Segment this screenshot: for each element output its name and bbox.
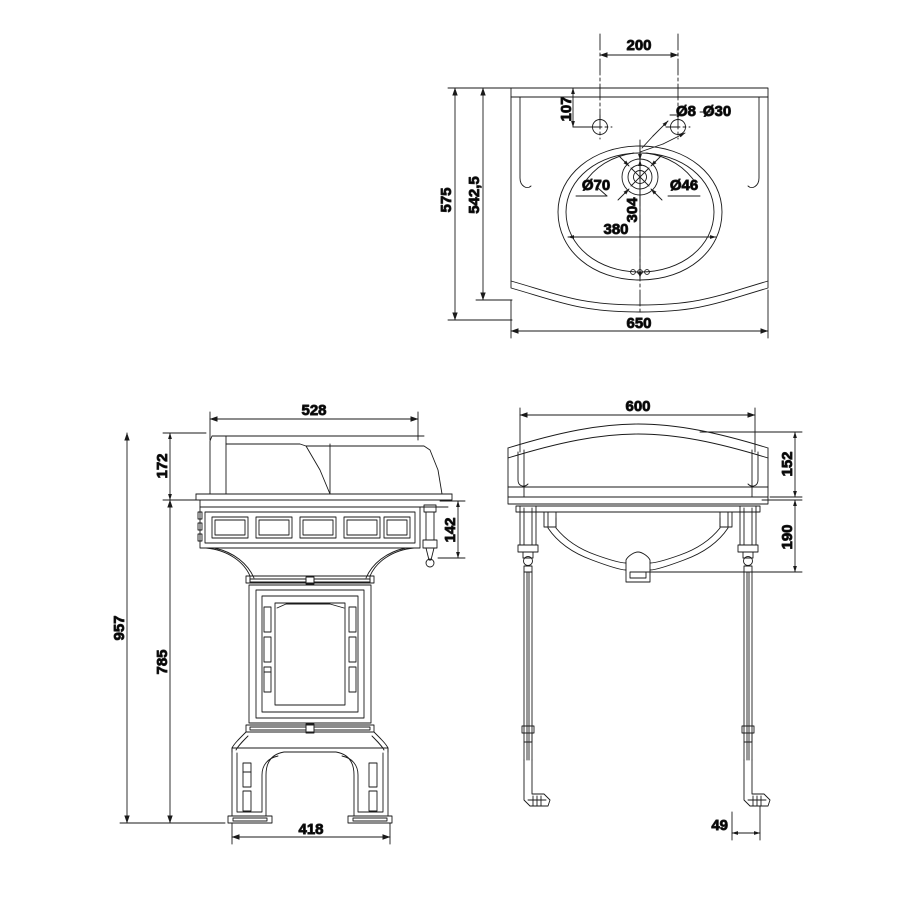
dim-575: 575: [438, 87, 513, 321]
dim-dia30-label: Ø30: [703, 103, 731, 120]
dim-172-label: 172: [154, 453, 171, 478]
side-leg-right: [737, 505, 771, 807]
dim-650: 650: [510, 289, 769, 339]
view-front-elevation: 528 172 142 957 785: [111, 402, 466, 845]
dim-957-label: 957: [111, 615, 128, 640]
dim-380: 380: [567, 221, 717, 239]
side-backsplash: [507, 423, 769, 498]
pedestal-cornice-top: [245, 575, 375, 585]
dim-142: 142: [437, 500, 466, 559]
pedestal-feet: [227, 747, 393, 824]
dim-304: 304: [624, 159, 642, 279]
dim-107: 107: [558, 87, 597, 128]
dim-dia8-label: Ø8: [676, 103, 696, 120]
dim-200: 200: [599, 37, 679, 58]
dim-dia70-label: Ø70: [582, 177, 610, 194]
view-side-elevation: 600 152 190 49: [507, 398, 803, 841]
dim-dia8: Ø8: [641, 103, 696, 149]
dim-418-label: 418: [298, 821, 323, 838]
dim-380-label: 380: [603, 221, 628, 238]
dim-542-5-label: 542,5: [466, 176, 483, 214]
console-top-slab: [195, 493, 453, 508]
dim-152-label: 152: [779, 451, 796, 476]
waste-radial-arrows: [617, 147, 663, 201]
pedestal-shoulder: [205, 547, 415, 584]
dim-600-label: 600: [625, 398, 650, 415]
right-column-cap: [422, 504, 438, 568]
dim-dia70: Ø70: [575, 177, 611, 197]
side-top-slab: [507, 496, 769, 513]
dim-152: 152: [699, 431, 803, 498]
dim-49-label: 49: [711, 817, 728, 834]
dim-49: 49: [711, 805, 761, 841]
dim-600: 600: [519, 398, 756, 453]
dim-957: 957: [111, 432, 226, 824]
side-leg-left: [517, 505, 551, 807]
dim-dia46-label: Ø46: [670, 177, 698, 194]
dim-190: 190: [645, 499, 803, 573]
dim-dia46: Ø46: [667, 177, 701, 197]
dim-785: 785: [154, 499, 173, 824]
pedestal-base-flare: [231, 731, 389, 753]
dim-142-label: 142: [442, 517, 459, 542]
dim-528: 528: [209, 402, 419, 441]
console-apron: [197, 506, 421, 549]
backsplash: [209, 435, 443, 495]
dim-304-label: 304: [624, 197, 641, 223]
dim-650-label: 650: [626, 315, 651, 332]
dim-785-label: 785: [154, 649, 171, 674]
pedestal-cornice-bottom: [245, 723, 375, 734]
dim-172: 172: [154, 432, 207, 501]
dim-542-5: 542,5: [466, 87, 513, 301]
dim-107-label: 107: [558, 96, 575, 121]
pedestal-body: [248, 584, 372, 724]
dim-575-label: 575: [438, 187, 455, 212]
dim-dia30: Ø30: [639, 103, 732, 153]
dim-190-label: 190: [779, 524, 796, 549]
view-top-plan: 200 107 575 542,5 650: [438, 33, 769, 339]
dim-418: 418: [231, 821, 391, 845]
side-apron: [543, 511, 733, 583]
dim-528-label: 528: [301, 402, 326, 419]
dim-200-label: 200: [626, 37, 651, 54]
